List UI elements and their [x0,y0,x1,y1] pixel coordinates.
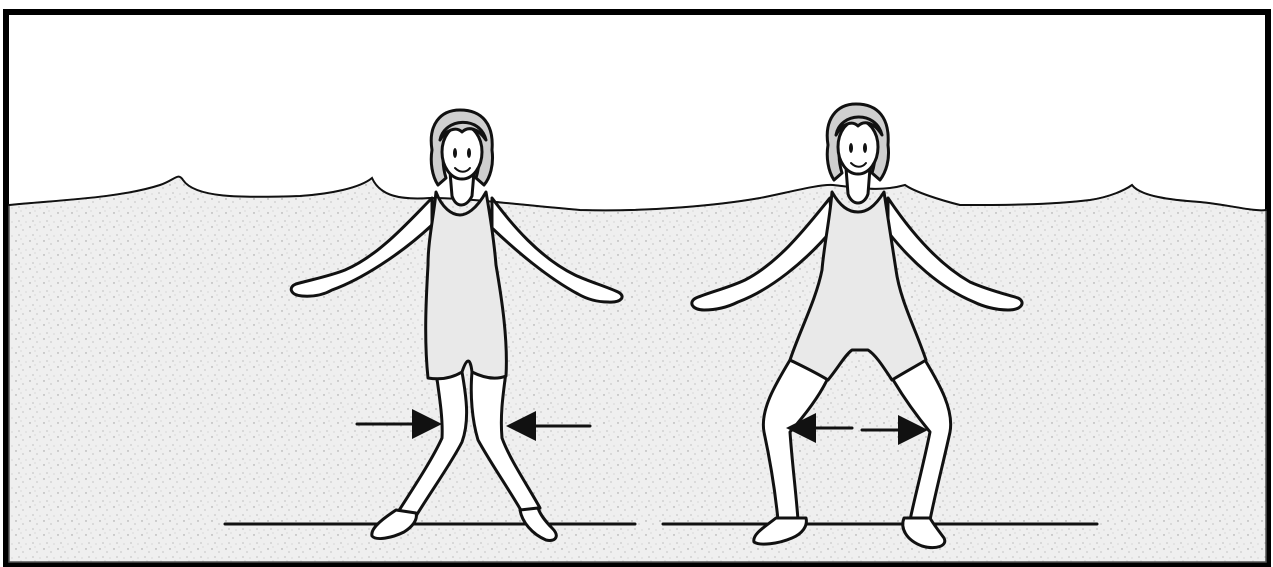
left-eye [849,143,853,153]
left-eye [453,148,457,158]
right-eye [863,143,867,153]
right-eye [467,148,471,158]
water-body [9,177,1266,562]
